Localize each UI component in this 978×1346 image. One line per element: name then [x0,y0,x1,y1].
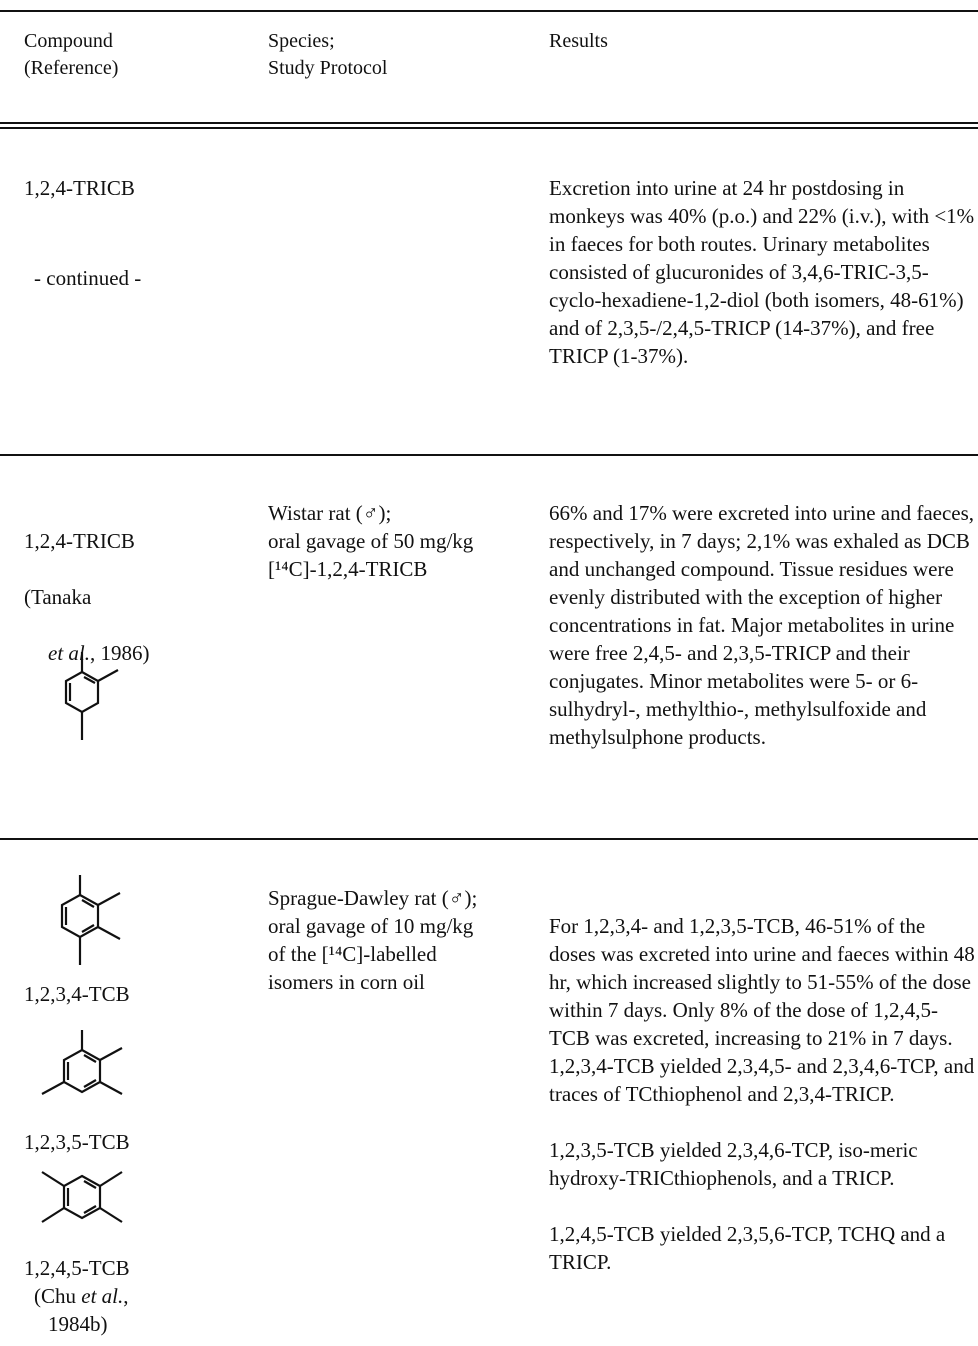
row2-species: Wistar rat (♂); oral gavage of 50 mg/kg … [268,501,474,581]
row1-continued-note: - continued - [34,266,142,290]
row1-results: Excretion into urine at 24 hr postdosing… [549,176,975,368]
row2-reference-year: , 1986) [90,641,150,665]
row3-structure-1245-tetrachlorobenzene [34,1160,134,1236]
header-results: Results [549,30,608,52]
row3-species: Sprague-Dawley rat (♂); oral gavage of 1… [268,886,478,994]
row3-compound-1234: 1,2,3,4-TCB [24,982,130,1006]
row3-compound-1235: 1,2,3,5-TCB [24,1130,130,1154]
header-double-rule-top [0,122,978,124]
table-top-rule [0,10,978,12]
row3-structure-1235-tetrachlorobenzene [34,1026,134,1112]
header-double-rule-bottom [0,127,978,129]
row3-results-para2: 1,2,3,5-TCB yielded 2,3,4,6-TCP, iso-mer… [549,1138,918,1190]
row2-compound-name: 1,2,4-TRICB [24,529,135,553]
header-compound: Compound (Reference) [24,30,119,79]
row3-structure-1234-tetrachlorobenzene [50,865,130,973]
row2-bottom-rule [0,838,978,840]
row1-bottom-rule [0,454,978,456]
row1-compound: 1,2,4-TRICB [24,176,135,200]
row2-results: 66% and 17% were excreted into urine and… [549,501,975,749]
row2-reference-author: et al. [48,641,90,665]
header-species: Species; Study Protocol [268,30,388,79]
row3-results-para3: 1,2,4,5-TCB yielded 2,3,5,6-TCP, TCHQ an… [549,1222,946,1274]
row3-compound-1245: 1,2,4,5-TCB (Chu et al., 1984b) [24,1256,130,1336]
row3-results-para1: For 1,2,3,4- and 1,2,3,5-TCB, 46-51% of … [549,914,975,1106]
row2-structure-124-trichlorobenzene [54,648,124,746]
row2-reference-line1: (Tanaka [24,585,92,609]
row2-compound: 1,2,4-TRICB (Tanaka et al., 1986) [24,499,249,667]
row3-reference: (Chu et al., [34,1284,129,1308]
row3-results: For 1,2,3,4- and 1,2,3,5-TCB, 46-51% of … [549,884,975,1304]
